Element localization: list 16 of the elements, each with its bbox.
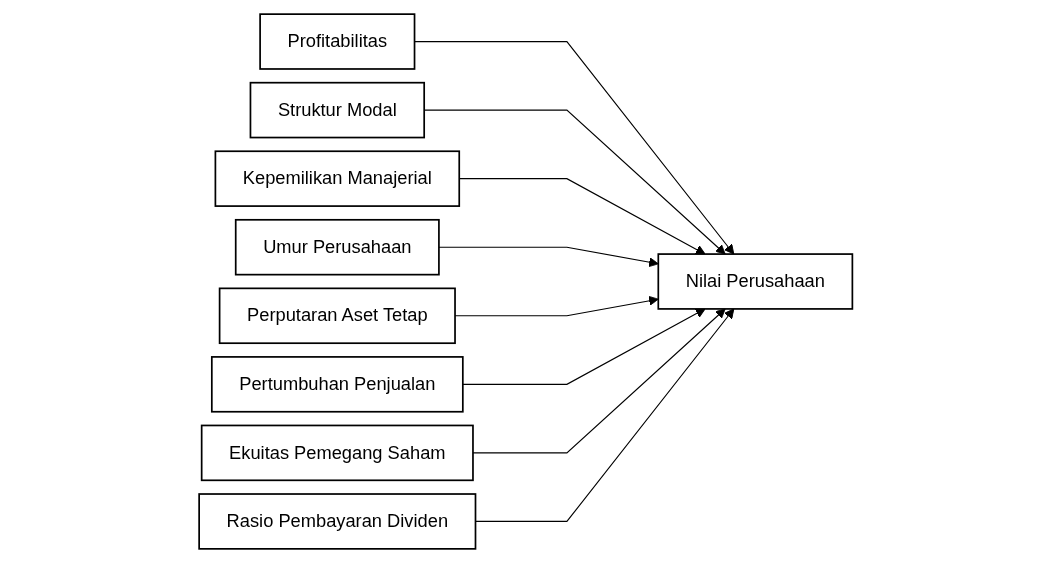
node-box: Kepemilikan Manajerial [214,150,460,207]
node-box: Ekuitas Pemegang Saham [200,424,474,482]
node-box: Profitabilitas [259,13,416,70]
arrow [462,308,706,385]
arrow [474,308,734,522]
node-box: Struktur Modal [249,81,425,139]
arrow [423,109,726,255]
node-box: Pertumbuhan Penjualan [210,356,464,413]
node-box: Rasio Pembayaran Dividen [198,493,477,550]
node-box: Umur Perusahaan [234,218,440,276]
arrow [472,308,726,454]
node-box: Nilai Perusahaan [657,253,853,310]
arrow [458,178,706,255]
node-box: Perputaran Aset Tetap [218,287,456,345]
arrow [438,246,659,268]
arrow [454,295,659,317]
